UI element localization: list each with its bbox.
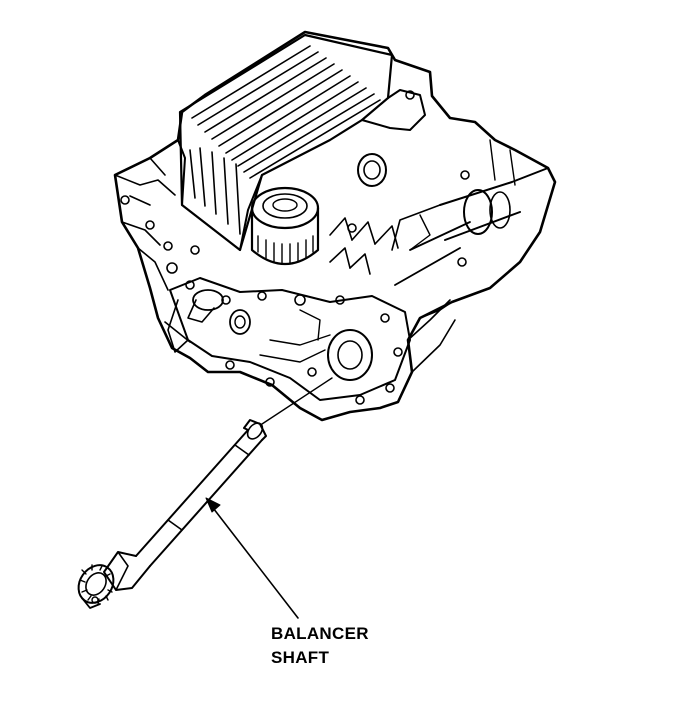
oil-filter xyxy=(250,186,320,265)
seal xyxy=(357,153,387,187)
balancer-shaft-label: BALANCER SHAFT xyxy=(271,622,369,670)
shaft-weight xyxy=(103,551,151,591)
bolts xyxy=(120,90,470,405)
leader-arrowhead xyxy=(205,497,221,513)
block-outline xyxy=(113,30,557,422)
engine-block xyxy=(113,30,557,422)
shaft-rod xyxy=(135,429,263,567)
callout-leader xyxy=(205,497,299,619)
insertion-guide-line xyxy=(261,377,333,425)
oil-pan xyxy=(178,33,394,252)
callout-line-2: SHAFT xyxy=(271,648,330,667)
balancer-shaft xyxy=(77,419,267,609)
front-cover xyxy=(164,277,411,401)
callout-line-1: BALANCER xyxy=(271,624,369,643)
pan-ribs xyxy=(191,45,381,179)
shaft-housing xyxy=(391,139,549,286)
shaft-gear xyxy=(77,564,115,609)
